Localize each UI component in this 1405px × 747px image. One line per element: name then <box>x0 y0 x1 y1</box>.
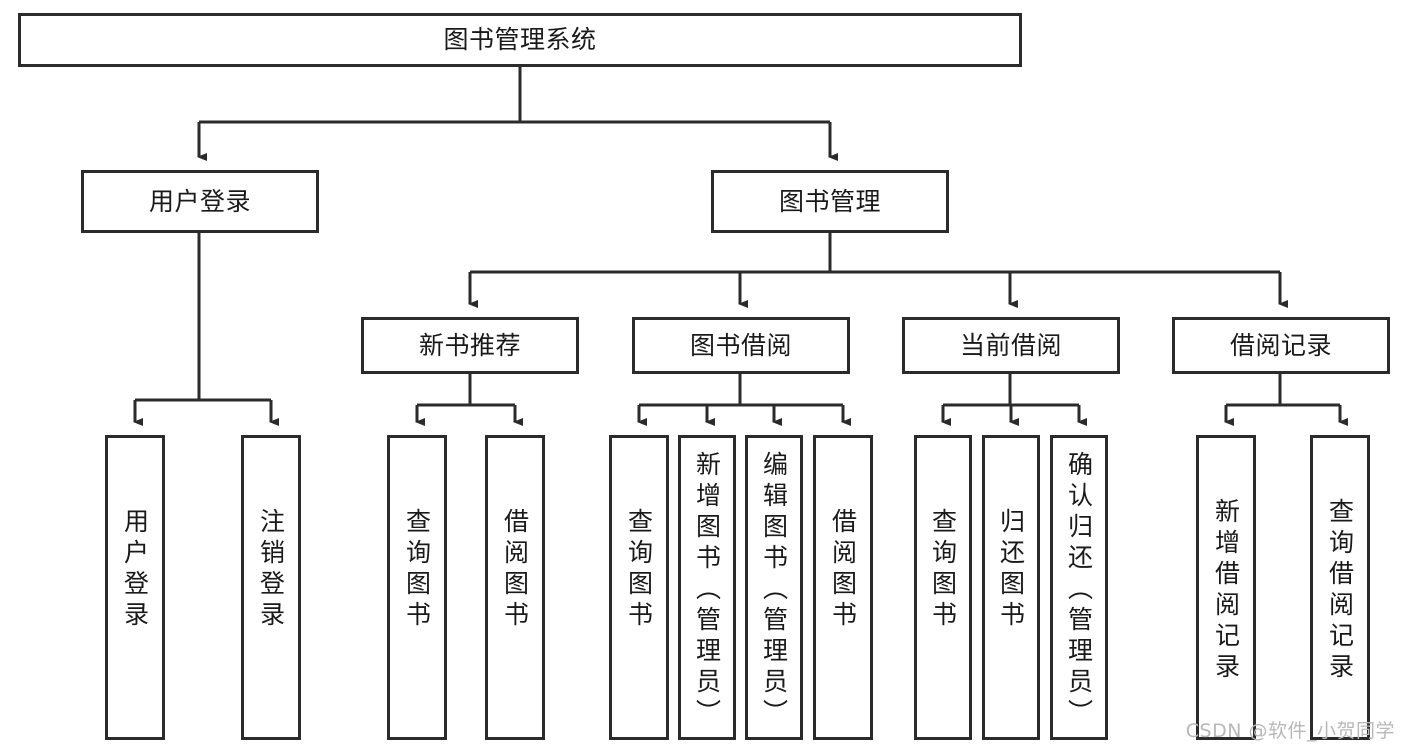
node-leaf-9[interactable]: 归还图书 <box>982 435 1040 740</box>
node-leaf-8[interactable]: 查询图书 <box>914 435 972 740</box>
node-level2-0[interactable]: 用户登录 <box>81 170 319 233</box>
node-level3-3[interactable]: 借阅记录 <box>1172 317 1390 374</box>
node-level3-2[interactable]: 当前借阅 <box>902 317 1120 374</box>
node-label: 借阅记录 <box>1229 330 1332 360</box>
node-label: 确认归还（管理员） <box>1064 451 1094 730</box>
node-level3-0[interactable]: 新书推荐 <box>361 317 579 374</box>
node-label: 图书借阅 <box>689 330 792 360</box>
node-label: 编辑图书（管理员） <box>759 451 789 730</box>
node-label: 用户登录 <box>120 508 150 632</box>
node-label: 归还图书 <box>996 508 1026 632</box>
node-label: 查询图书 <box>402 508 432 632</box>
node-label: 借阅图书 <box>500 508 530 632</box>
node-label: 新增图书（管理员） <box>692 451 722 730</box>
node-level3-1[interactable]: 图书借阅 <box>632 317 850 374</box>
node-leaf-0[interactable]: 用户登录 <box>105 435 165 740</box>
node-label: 当前借阅 <box>959 330 1062 360</box>
node-label: 查询借阅记录 <box>1325 498 1355 684</box>
node-label: 查询图书 <box>928 508 958 632</box>
node-level2-1[interactable]: 图书管理 <box>711 170 949 233</box>
node-leaf-5[interactable]: 新增图书（管理员） <box>678 435 736 740</box>
node-label: 图书管理 <box>778 186 881 216</box>
node-label: 借阅图书 <box>828 508 858 632</box>
node-leaf-3[interactable]: 借阅图书 <box>485 435 545 740</box>
node-leaf-6[interactable]: 编辑图书（管理员） <box>745 435 803 740</box>
node-leaf-11[interactable]: 新增借阅记录 <box>1196 435 1256 740</box>
node-label: 新增借阅记录 <box>1211 498 1241 684</box>
node-leaf-4[interactable]: 查询图书 <box>609 435 669 740</box>
node-label: 注销登录 <box>256 508 286 632</box>
node-label: 查询图书 <box>624 508 654 632</box>
node-label: 图书管理系统 <box>443 25 597 55</box>
node-label: 用户登录 <box>148 186 251 216</box>
node-leaf-10[interactable]: 确认归还（管理员） <box>1050 435 1108 740</box>
node-label: 新书推荐 <box>418 330 521 360</box>
node-leaf-1[interactable]: 注销登录 <box>241 435 301 740</box>
node-root-system[interactable]: 图书管理系统 <box>18 13 1022 67</box>
node-leaf-7[interactable]: 借阅图书 <box>813 435 873 740</box>
node-leaf-2[interactable]: 查询图书 <box>387 435 447 740</box>
node-leaf-12[interactable]: 查询借阅记录 <box>1310 435 1370 740</box>
